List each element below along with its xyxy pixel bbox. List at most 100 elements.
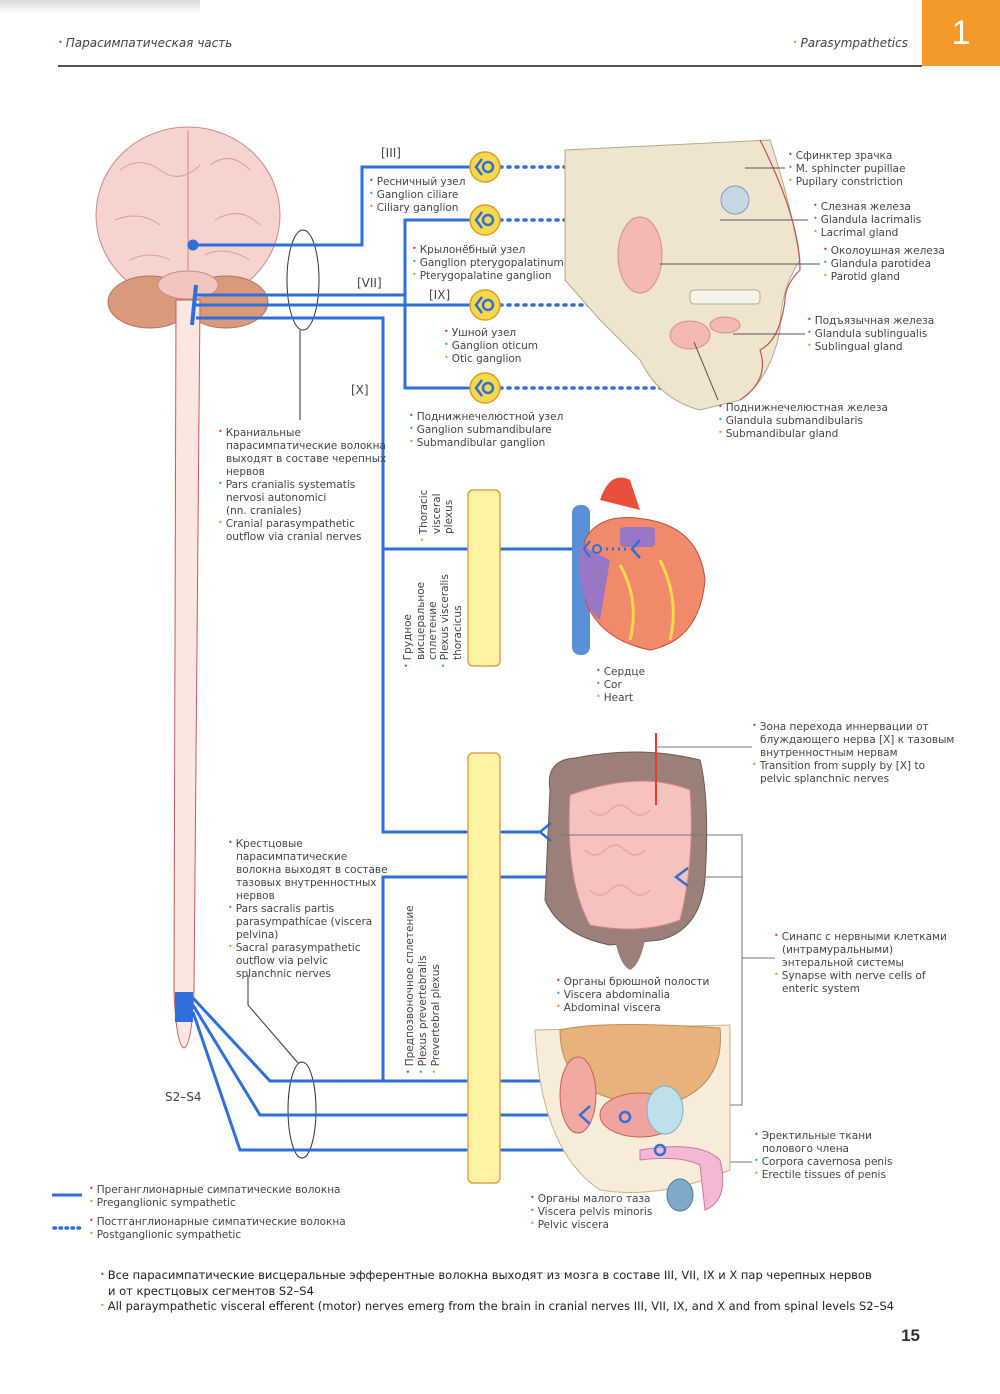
parotid-gland-label: Околоушная железа Glandula parotidea Par… <box>823 245 945 284</box>
label-en: Erectile tissues of penis <box>754 1169 892 1182</box>
label-ru: Сфинктер зрачка <box>788 150 905 163</box>
thoracic-plexus-bar <box>467 489 501 667</box>
sacral-outflow-label: Крестцовые парасимпатические волокна вых… <box>228 838 388 981</box>
label-la: Ganglion oticum <box>444 340 538 353</box>
label-en: Prevertebral plexus <box>430 905 443 1074</box>
label-ru-line: Зона перехода иннервации от <box>752 721 954 734</box>
nerve-label-x: [X] <box>351 383 369 397</box>
label-en: Parotid gland <box>823 271 945 284</box>
cranial-outflow-label: Краниальные парасимпатические волокна вы… <box>218 427 386 544</box>
abdominal-viscera-label: Органы брюшной полости Viscera abdominal… <box>556 976 710 1015</box>
nerve-label-iii: [III] <box>381 146 401 160</box>
heart-illustration <box>572 477 706 655</box>
nerve-vii-path <box>196 218 485 297</box>
label-en-line: Thoracic <box>418 490 431 542</box>
label-en-line: splanchnic nerves <box>236 968 331 980</box>
label-en: Pupilary constriction <box>788 176 905 189</box>
label-ru-line: выходят в составе черепных <box>226 453 387 465</box>
heart-label: Сердце Cor Heart <box>596 666 645 705</box>
label-la: Cor <box>596 679 645 692</box>
label-ru-line: Грудное <box>402 574 415 668</box>
pterygopalatine-ganglion-label: Крылонёбный узел Ganglion pterygopalatin… <box>412 244 564 283</box>
label-en: Otic ganglion <box>444 353 538 366</box>
label-ru-line: энтеральной системы <box>782 957 904 969</box>
label-ru: Сердце <box>596 666 645 679</box>
label-la: Ganglion submandibulare <box>409 424 563 437</box>
label-la: Corpora cavernosa penis <box>754 1156 893 1169</box>
prevertebral-plexus-bar <box>467 752 501 1184</box>
label-ru-line: парасимпатические волокна <box>226 440 386 452</box>
nerve-vii-submandibular-branch <box>403 295 485 390</box>
label-ru-line: Крестцовые <box>228 838 388 851</box>
nerve-label-ix: [IX] <box>429 288 451 302</box>
legend-preganglionic: Преганглионарные симпатические волокна P… <box>89 1184 341 1210</box>
submandibular-ganglion-label: Поднижнечелюстной узел Ganglion submandi… <box>409 411 564 450</box>
otic-ganglion-label: Ушной узел Ganglion oticum Otic ganglion <box>444 327 538 366</box>
otic-ganglion-marker <box>469 289 501 321</box>
head-leader-lines <box>660 167 820 401</box>
edinger-westphal-nucleus <box>187 239 199 251</box>
label-en-line: enteric system <box>782 983 860 995</box>
label-ru-line: внутренностным нервам <box>760 747 898 759</box>
label-en-line: Sacral parasympathetic <box>228 942 388 955</box>
erectile-tissue-label: Эректильные ткани полового члена Corpora… <box>754 1130 893 1182</box>
label-la: Glandula parotidea <box>823 258 945 271</box>
label-en: Sublingual gland <box>807 341 934 354</box>
label-en-line: Transition from supply by [X] to <box>752 760 954 773</box>
label-en-line: pelvic splanchnic nerves <box>760 773 890 785</box>
sublingual-gland-label: Подъязычная железа Glandula sublingualis… <box>807 315 934 354</box>
label-en-line: Synapse with nerve cells of <box>774 970 947 983</box>
label-la-line: Pars sacralis partis <box>228 903 388 916</box>
label-ru-line: полового члена <box>762 1143 849 1155</box>
summary-note: Все парасимпатические висцеральные эффер… <box>100 1268 894 1315</box>
section-title-ru: Парасимпатическая часть <box>58 36 233 50</box>
label-ru-line: нервов <box>226 466 265 478</box>
brain-illustration <box>95 126 281 1049</box>
label-en-line: outflow via cranial nerves <box>226 531 362 543</box>
label-en: Lacrimal gland <box>813 227 921 240</box>
pupil-sphincter-label: Сфинктер зрачка M. sphincter pupillae Pu… <box>788 150 906 189</box>
sacral-leader-line <box>247 975 299 1064</box>
brainstem-nuclei <box>190 284 198 326</box>
thoracic-plexus-label-en: Thoracic visceral plexus <box>418 490 455 542</box>
nerve-label-sacral: S2–S4 <box>165 1090 202 1104</box>
label-ru: Ресничный узел <box>369 176 466 189</box>
thoracic-plexus-label-ru-la: Грудное висцеральное сплетение Plexus vi… <box>402 574 464 668</box>
label-en: Submandibular gland <box>718 428 888 441</box>
lacrimal-gland-label: Слезная железа Glandula lacrimalis Lacri… <box>813 201 921 240</box>
label-ru-line: блуждающего нерва [X] к тазовым <box>760 734 955 746</box>
label-ru: Слезная железа <box>813 201 921 214</box>
ciliary-ganglion-marker <box>469 151 501 183</box>
label-la: Glandula sublingualis <box>807 328 934 341</box>
label-ru-line: тазовых внутренностных <box>236 877 377 889</box>
abdominal-viscera-illustration <box>538 733 708 970</box>
label-en: Pterygopalatine ganglion <box>412 270 564 283</box>
label-ru: Органы малого таза <box>530 1193 652 1206</box>
label-ru: Предпозвоночное сплетение <box>404 905 417 1074</box>
label-ru-line: парасимпатические <box>236 851 348 863</box>
submandibular-gland-label: Поднижнечелюстная железа Glandula subman… <box>718 402 888 441</box>
label-la-line: Pars cranialis systematis <box>218 479 386 492</box>
label-la-line: nervosi autonomici <box>226 492 327 504</box>
label-ru-line: сплетение <box>427 601 439 660</box>
label-ru-line: волокна выходят в составе <box>236 864 388 876</box>
nerve-x-path <box>196 316 540 834</box>
sacral-nerve-3 <box>191 1011 660 1152</box>
label-ru-line: Синапс с нервными клетками <box>774 931 947 944</box>
label-en-line: visceral <box>431 493 443 534</box>
legend-label-ru: Преганглионарные симпатические волокна <box>89 1184 341 1197</box>
header-divider <box>58 65 922 67</box>
label-la: Ganglion ciliare <box>369 189 465 202</box>
label-la-line: Plexus visceralis <box>439 574 452 668</box>
pterygopalatine-ganglion-marker <box>469 204 501 236</box>
cranial-bracket <box>286 229 320 331</box>
ciliary-ganglion-label: Ресничный узел Ganglion ciliare Ciliary … <box>369 176 466 215</box>
prevertebral-plexus-label: Предпозвоночное сплетение Plexus prevert… <box>404 905 443 1074</box>
transition-zone-label: Зона перехода иннервации от блуждающего … <box>752 721 955 786</box>
label-ru-line: висцеральное <box>415 581 427 660</box>
label-la: Ganglion pterygopalatinum <box>412 257 564 270</box>
legend-label-en: Preganglionic sympathetic <box>89 1197 341 1210</box>
head-illustration <box>564 139 801 411</box>
label-en: Abdominal viscera <box>556 1002 709 1015</box>
